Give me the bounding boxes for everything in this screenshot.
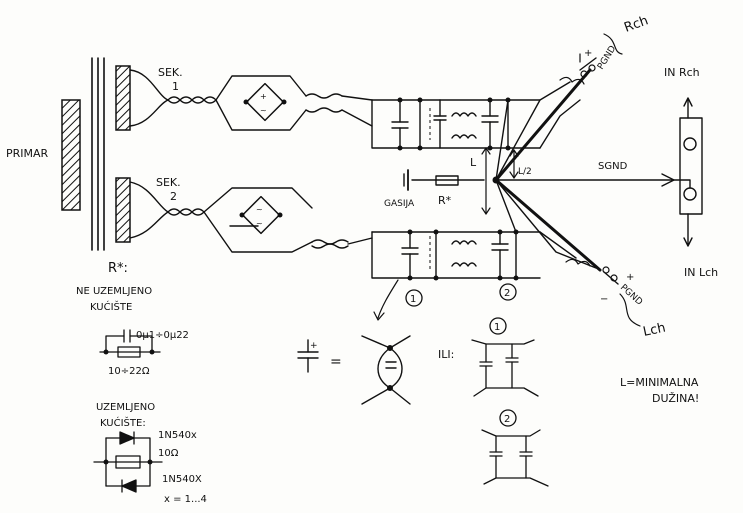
variant-2-number: 2 (504, 414, 510, 425)
diode-network (93, 431, 163, 493)
sek2-number: 2 (170, 190, 177, 203)
r-star-resistor (403, 169, 459, 191)
sek1-number: 1 (172, 80, 179, 93)
sgnd-label: SGND (598, 161, 628, 172)
variant-1-number: 1 (494, 322, 500, 333)
node-2-number: 2 (504, 288, 510, 299)
l-marker: L (470, 156, 477, 169)
junction-dots-upper (397, 97, 511, 151)
bridge-detail (361, 335, 411, 405)
pgnd-rch-wire (494, 68, 592, 182)
in-lch-label: IN Lch (684, 266, 718, 279)
pgnd-lch-terminal (602, 266, 641, 327)
cap-symbol (297, 339, 319, 373)
filter-block-lower (371, 231, 541, 279)
x-range-label: x = 1...4 (164, 494, 207, 505)
cap-range-label: 0μ1÷0μ22 (136, 330, 189, 341)
variant-1 (471, 317, 539, 397)
lch-label: Lch (642, 321, 667, 340)
inductor (451, 262, 477, 267)
r-star-notes-title: R*: (108, 261, 128, 276)
bridge-rectifier-1: + ~ (243, 82, 287, 122)
l-minimal-note-2: DUŽINA! (652, 392, 699, 405)
uzemljeno-label: UZEMLJENO (96, 402, 155, 413)
equals-sign: = (330, 354, 342, 370)
filter-block-upper (371, 99, 541, 149)
length-markers (481, 147, 519, 215)
cap-plus: + (310, 341, 318, 351)
kuciste-label-2: KUĆIŠTE: (100, 416, 146, 429)
secondary-1-wiring (129, 69, 373, 131)
sek2-label: SEK. (156, 176, 181, 189)
transformer (61, 57, 131, 251)
node-1-number: 1 (410, 294, 416, 305)
rch-label: Rch (622, 13, 650, 35)
secondary-2-wiring (129, 181, 373, 253)
l2-marker: L/2 (518, 167, 532, 177)
diode-2-label: 1N540X (162, 474, 202, 485)
star-ground-wiring (435, 57, 675, 285)
gasija-label: GASIJA (384, 199, 415, 209)
input-connectors (671, 97, 703, 247)
bridge-rectifier-2: ~ ~ (239, 195, 283, 235)
secondary-winding-2 (115, 177, 131, 243)
sek1-label: SEK. (158, 66, 183, 79)
node-markers (405, 283, 517, 307)
inductor (451, 134, 477, 139)
pgnd-lch-wire (494, 178, 602, 272)
plus-rch: + (584, 48, 592, 59)
secondary-winding-1 (115, 65, 131, 131)
star-point (492, 176, 500, 184)
primary-winding (61, 99, 81, 211)
ne-uzemljeno-label: NE UZEMLJENO (76, 286, 152, 297)
diode-1-label: 1N540x (158, 430, 197, 441)
res-10-label: 10Ω (158, 448, 179, 459)
res-range-label: 10÷22Ω (108, 366, 150, 377)
l-minimal-note: L=MINIMALNA (620, 376, 699, 389)
in-rch-label: IN Rch (664, 66, 700, 79)
junction-dots-lower (407, 229, 519, 281)
variant-2 (481, 409, 549, 487)
svg-text:~: ~ (260, 106, 267, 115)
plus-lch: + (626, 272, 634, 283)
pgnd-rch-label: PGND (596, 44, 618, 71)
pgnd-rch-terminal (579, 33, 623, 78)
primar-label: PRIMAR (6, 147, 49, 160)
inductor (451, 240, 477, 245)
svg-text:+: + (260, 92, 267, 101)
minus-lch: − (600, 294, 608, 305)
kuciste-label-1: KUĆIŠTE (90, 300, 132, 313)
r-star-label: R* (438, 194, 452, 207)
twisted-pair (167, 96, 217, 104)
inductor (451, 112, 477, 117)
svg-text:~: ~ (256, 205, 263, 214)
ili-label: ILI: (438, 348, 454, 361)
svg-text:~: ~ (256, 219, 263, 228)
